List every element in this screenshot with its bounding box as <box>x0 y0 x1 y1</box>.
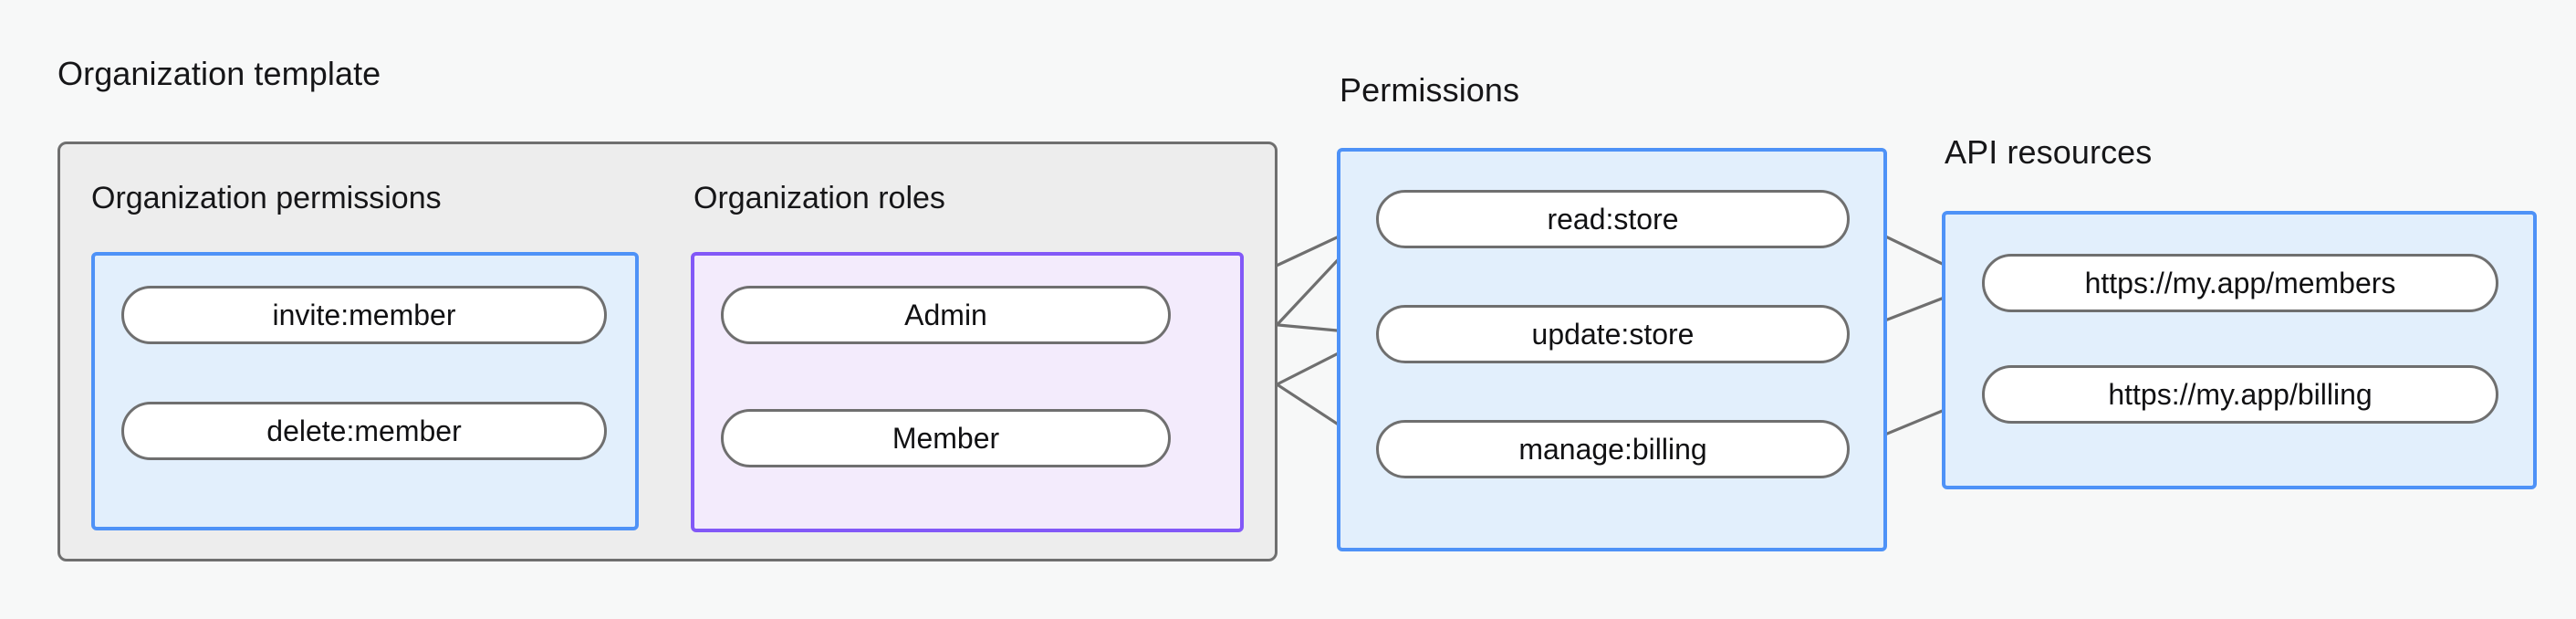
node-api-resource-members[interactable]: https://my.app/members <box>1982 254 2498 312</box>
node-read-store[interactable]: read:store <box>1376 190 1850 248</box>
node-label: https://my.app/members <box>2084 266 2396 299</box>
organization-template-title: Organization template <box>57 55 381 92</box>
organization-permissions-title: Organization permissions <box>91 181 442 215</box>
api-resources-container <box>1942 211 2537 489</box>
node-label: invite:member <box>272 298 456 331</box>
node-label: read:store <box>1547 202 1679 236</box>
organization-roles-title: Organization roles <box>694 181 945 215</box>
node-label: Admin <box>904 298 987 331</box>
node-label: Member <box>892 421 1000 455</box>
node-label: manage:billing <box>1518 432 1707 466</box>
node-admin[interactable]: Admin <box>721 286 1171 344</box>
node-label: https://my.app/billing <box>2108 377 2373 411</box>
node-update-store[interactable]: update:store <box>1376 305 1850 363</box>
node-label: update:store <box>1531 317 1695 351</box>
node-manage-billing[interactable]: manage:billing <box>1376 420 1850 478</box>
node-member[interactable]: Member <box>721 409 1171 467</box>
node-invite-member[interactable]: invite:member <box>121 286 607 344</box>
node-delete-member[interactable]: delete:member <box>121 402 607 460</box>
node-label: delete:member <box>266 414 462 447</box>
node-api-resource-billing[interactable]: https://my.app/billing <box>1982 365 2498 424</box>
permissions-title: Permissions <box>1340 71 1520 109</box>
api-resources-title: API resources <box>1945 133 2153 171</box>
